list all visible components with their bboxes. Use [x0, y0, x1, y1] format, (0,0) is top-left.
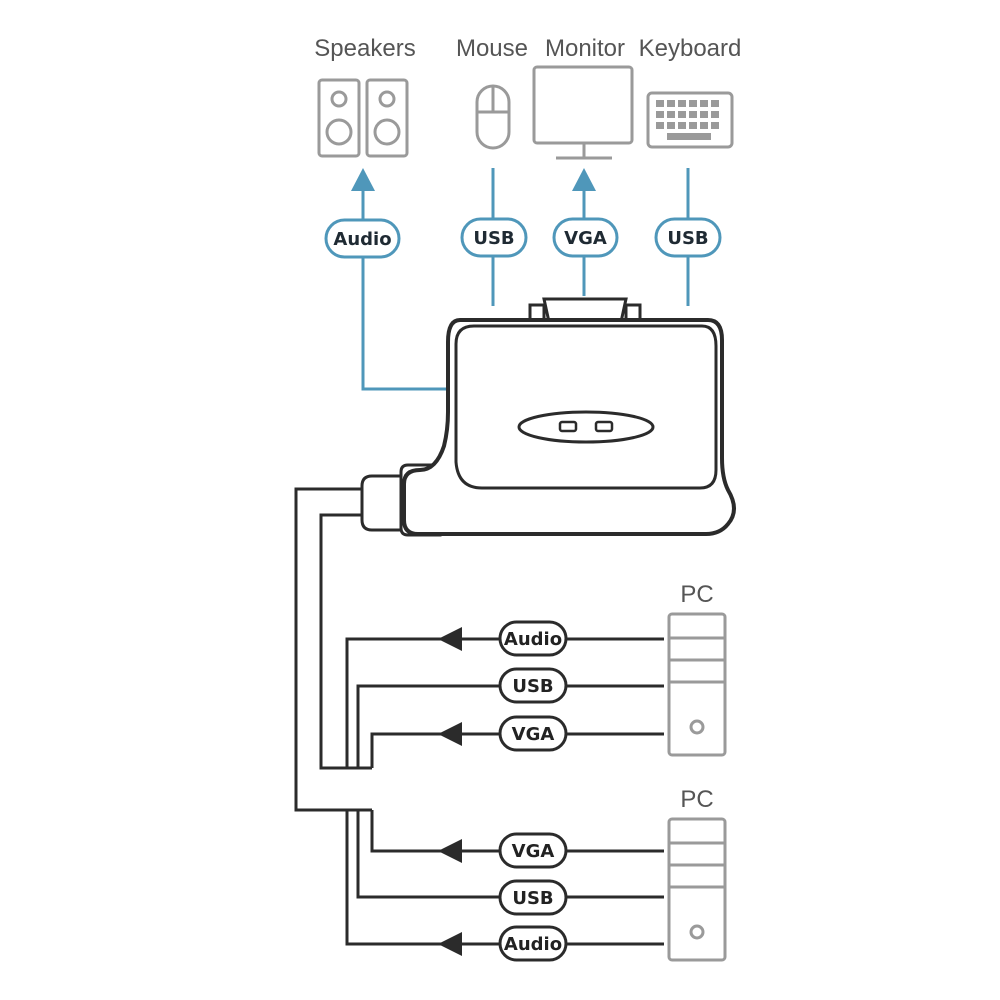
- led-window: [517, 410, 655, 444]
- keyboard-usb-pill-label: USB: [667, 228, 708, 249]
- mouse-usb-pill-label: USB: [473, 228, 514, 249]
- audio-out-cable: [361, 188, 446, 391]
- monitor-icon: [532, 65, 634, 160]
- audio-out-pill-label: Audio: [333, 229, 391, 250]
- pc2-cable-labels: VGA USB Audio: [498, 832, 568, 962]
- pc1-label: PC: [680, 581, 713, 608]
- pc2-audio-pill: Audio: [498, 925, 568, 962]
- speakers-icon: [317, 78, 409, 158]
- mouse-usb-pill: USB: [460, 217, 528, 258]
- keyboard-usb-pill: USB: [654, 217, 722, 258]
- top-cable-labels: Audio USB VGA USB: [324, 217, 722, 259]
- pc1-vga-pill-label: VGA: [512, 724, 555, 745]
- switch-top-panel: [454, 324, 718, 490]
- speakers-arrow-icon: [351, 168, 375, 191]
- pc1-tower-icon: [667, 612, 727, 757]
- pc2-audio-arrow-icon: [438, 932, 462, 956]
- led-1-icon: [558, 420, 578, 433]
- mouse-label: Mouse: [456, 35, 528, 62]
- monitor-arrow-icon: [572, 168, 596, 191]
- pc2-vga-pill: VGA: [498, 832, 568, 869]
- pc1-audio-cable: [345, 637, 664, 768]
- pc2-audio-cable: [345, 810, 664, 946]
- monitor-vga-pill-label: VGA: [564, 228, 607, 249]
- pc2-usb-pill-label: USB: [512, 888, 553, 909]
- pc2-vga-pill-label: VGA: [512, 841, 555, 862]
- led-2-icon: [594, 420, 614, 433]
- pc-cable-bundle: [294, 487, 664, 946]
- cable-boot: [360, 474, 408, 532]
- speakers-label: Speakers: [314, 35, 415, 62]
- pc1-vga-arrow-icon: [438, 722, 462, 746]
- monitor-label: Monitor: [545, 35, 625, 62]
- pc1-vga-pill: VGA: [498, 715, 568, 752]
- kvm-switch: [360, 297, 736, 537]
- pc1-audio-pill: Audio: [498, 620, 568, 657]
- pc2-label: PC: [680, 786, 713, 813]
- pc1-audio-arrow-icon: [438, 627, 462, 651]
- pc2-usb-pill: USB: [498, 879, 568, 916]
- pc2-audio-pill-label: Audio: [504, 934, 562, 955]
- mouse-icon: [475, 84, 511, 150]
- keyboard-label: Keyboard: [639, 35, 742, 62]
- keyboard-icon: [646, 91, 734, 149]
- monitor-vga-pill: VGA: [552, 217, 619, 258]
- pc1-cable-labels: Audio USB VGA: [498, 620, 568, 752]
- pc1-audio-pill-label: Audio: [504, 629, 562, 650]
- pc-direction-arrows: [438, 627, 462, 956]
- pc2-vga-arrow-icon: [438, 839, 462, 863]
- pc1-usb-pill-label: USB: [512, 676, 553, 697]
- pc1-usb-pill: USB: [498, 667, 568, 704]
- audio-out-pill: Audio: [324, 218, 401, 259]
- pc2-tower-icon: [667, 817, 727, 962]
